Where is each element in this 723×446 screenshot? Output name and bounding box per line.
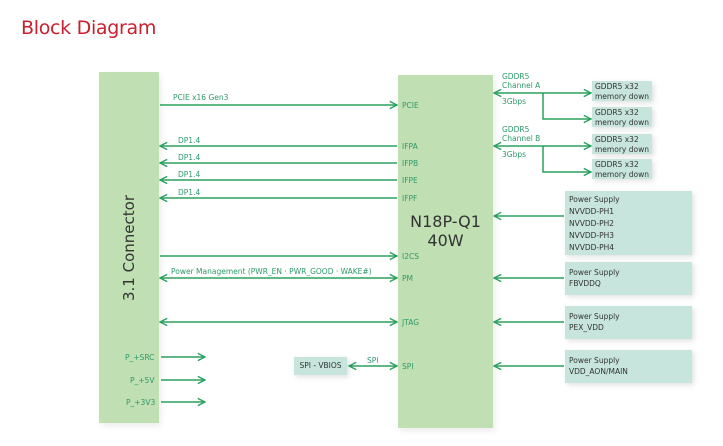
dp-link-label: DP1.4	[178, 153, 201, 162]
gpu-chip-name: N18P-Q1	[410, 212, 481, 231]
connector-power-pin: P_+5V	[130, 376, 155, 385]
pin-ifpb: IFPB	[402, 159, 419, 168]
power-supply-pexvdd: Power Supply PEX_VDD	[565, 306, 692, 339]
connector-power-pin: P_+3V3	[126, 398, 156, 407]
dp-link-label: DP1.4	[178, 170, 201, 179]
channel-a-branch	[542, 93, 591, 119]
pin-spi: SPI	[402, 362, 414, 371]
pin-ifpf: IFPF	[402, 194, 418, 203]
channel-a-speed: 3Gbps	[502, 97, 527, 106]
pin-jtag: JTAG	[402, 318, 420, 327]
page-title: Block Diagram	[21, 17, 157, 39]
gpu-chip-label: N18P-Q1 40W	[398, 212, 493, 250]
channel-b-speed: 3Gbps	[502, 150, 527, 159]
channel-b-branch	[542, 146, 591, 172]
pcie-link-label: PCIE x16 Gen3	[173, 93, 229, 102]
pin-pm: PM	[402, 274, 413, 283]
pin-ifpa: IFPA	[402, 142, 418, 151]
connector-power-pin: P_+SRC	[125, 353, 155, 362]
channel-b-label: GDDR5 Channel B	[502, 125, 541, 143]
spi-link-label: SPI	[367, 356, 379, 365]
dp-link-label: DP1.4	[178, 188, 201, 197]
gpu-chip-power: 40W	[427, 231, 464, 250]
dp-link-label: DP1.4	[178, 136, 201, 145]
pm-link-label: Power Management (PWR_EN · PWR_GOOD · WA…	[171, 267, 372, 276]
power-supply-fbvddq: Power Supply FBVDDQ	[565, 262, 692, 295]
pin-i2cs: I2CS	[402, 252, 419, 261]
pin-pcie: PCIE	[402, 101, 419, 110]
power-supply-vddaon: Power Supply VDD_AON/MAIN	[565, 350, 692, 383]
channel-a-label: GDDR5 Channel A	[502, 72, 541, 90]
connector-block	[99, 72, 159, 423]
gpu-chip-block	[398, 75, 493, 428]
pin-ifpe: IFPE	[402, 176, 418, 185]
spi-vbios-box: SPI - VBIOS	[294, 357, 347, 375]
power-supply-nvvdd: Power Supply NVVDD-PH1 NVVDD-PH2 NVVDD-P…	[565, 191, 692, 255]
